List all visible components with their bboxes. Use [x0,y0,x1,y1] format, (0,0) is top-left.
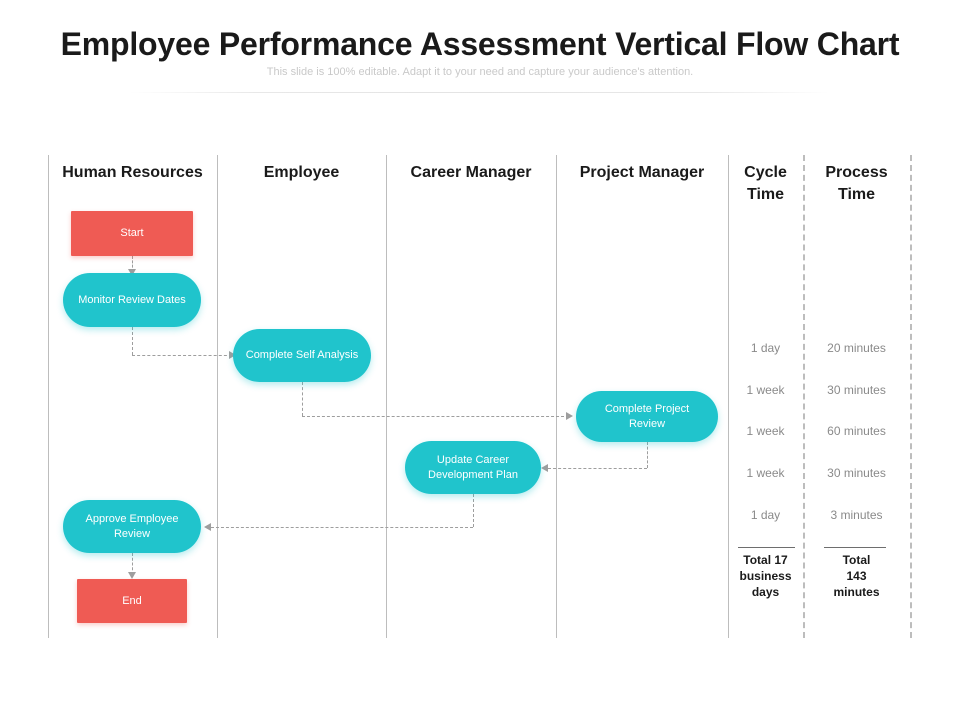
cycle-time-value-3: 1 week [746,424,785,438]
lane-divider-hr-employee [217,155,218,638]
process-time-total-line3: minutes [833,585,880,599]
lane-header-process-time-line1: Process [825,164,888,181]
lane-divider-left-edge [48,155,49,638]
lane-divider-cycle-process [803,155,805,638]
lane-header-process-time-line2: Time [837,186,876,203]
lane-header-process-time: Process Time [803,162,910,206]
cycle-time-value-1: 1 day [750,341,781,355]
page-title: Employee Performance Assessment Vertical… [60,26,900,62]
cycle-time-total: Total 17 business days [728,552,803,600]
lane-header-employee: Employee [263,164,340,181]
process-time-value-3: 60 minutes [827,424,886,438]
node-update-career-development-plan[interactable]: Update Career Development Plan [405,441,541,494]
lane-header-cycle-time-line1: Cycle [744,164,787,181]
node-complete-project-review[interactable]: Complete Project Review [576,391,718,442]
node-approve-employee-review[interactable]: Approve Employee Review [63,500,201,553]
lane-header-cycle-time-line2: Time [746,186,785,203]
connector-self-analysis-down [302,382,303,416]
node-complete-self-analysis[interactable]: Complete Self Analysis [233,329,371,382]
process-time-value-1: 20 minutes [827,341,886,355]
process-time-value-2: 30 minutes [827,383,886,397]
cycle-time-total-line2: business [739,569,792,583]
node-start[interactable]: Start [71,211,193,256]
cycle-time-value-2: 1 week [746,383,785,397]
connector-self-analysis-to-project-review [302,416,569,417]
arrowhead-monitor-to-self-analysis [229,351,236,359]
arrowhead-self-analysis-to-project-review [566,412,573,420]
connector-project-review-to-career-plan [548,468,647,469]
arrowhead-start-to-monitor [128,269,136,276]
connector-monitor-down [132,327,133,355]
header-divider [130,92,830,93]
lane-header-career-manager: Career Manager [410,164,532,181]
cycle-time-value-5: 1 day [750,508,781,522]
process-time-value-5: 3 minutes [830,508,883,522]
lane-header-cycle-time: Cycle Time [728,162,803,206]
lane-divider-project-cycle [728,155,729,638]
connector-project-review-down [647,442,648,468]
arrowhead-project-review-to-career-plan [541,464,548,472]
lane-divider-employee-career [386,155,387,638]
process-time-value-4: 30 minutes [827,466,886,480]
lane-header-project-manager: Project Manager [579,164,705,181]
connector-approve-to-end [132,553,133,575]
connector-start-to-monitor [132,256,133,272]
connector-monitor-to-self-analysis [132,355,232,356]
arrowhead-approve-to-end [128,572,136,579]
page-subtitle: This slide is 100% editable. Adapt it to… [266,66,694,78]
lane-divider-right-edge [910,155,912,638]
process-time-total-line2: 143 [846,569,867,583]
node-end[interactable]: End [77,579,187,623]
process-time-total-line1: Total [842,553,871,567]
connector-career-plan-to-approve [211,527,473,528]
lane-divider-career-project [556,155,557,638]
cycle-time-value-4: 1 week [746,466,785,480]
process-time-total: Total 143 minutes [803,552,910,600]
arrowhead-career-plan-to-approve [204,523,211,531]
cycle-time-total-divider [738,547,795,548]
node-monitor-review-dates[interactable]: Monitor Review Dates [63,273,201,327]
connector-career-plan-down [473,494,474,527]
lane-header-human-resources: Human Resources [62,164,203,181]
cycle-time-total-line3: days [751,585,780,599]
cycle-time-total-line1: Total 17 [743,553,788,567]
process-time-total-divider [824,547,886,548]
